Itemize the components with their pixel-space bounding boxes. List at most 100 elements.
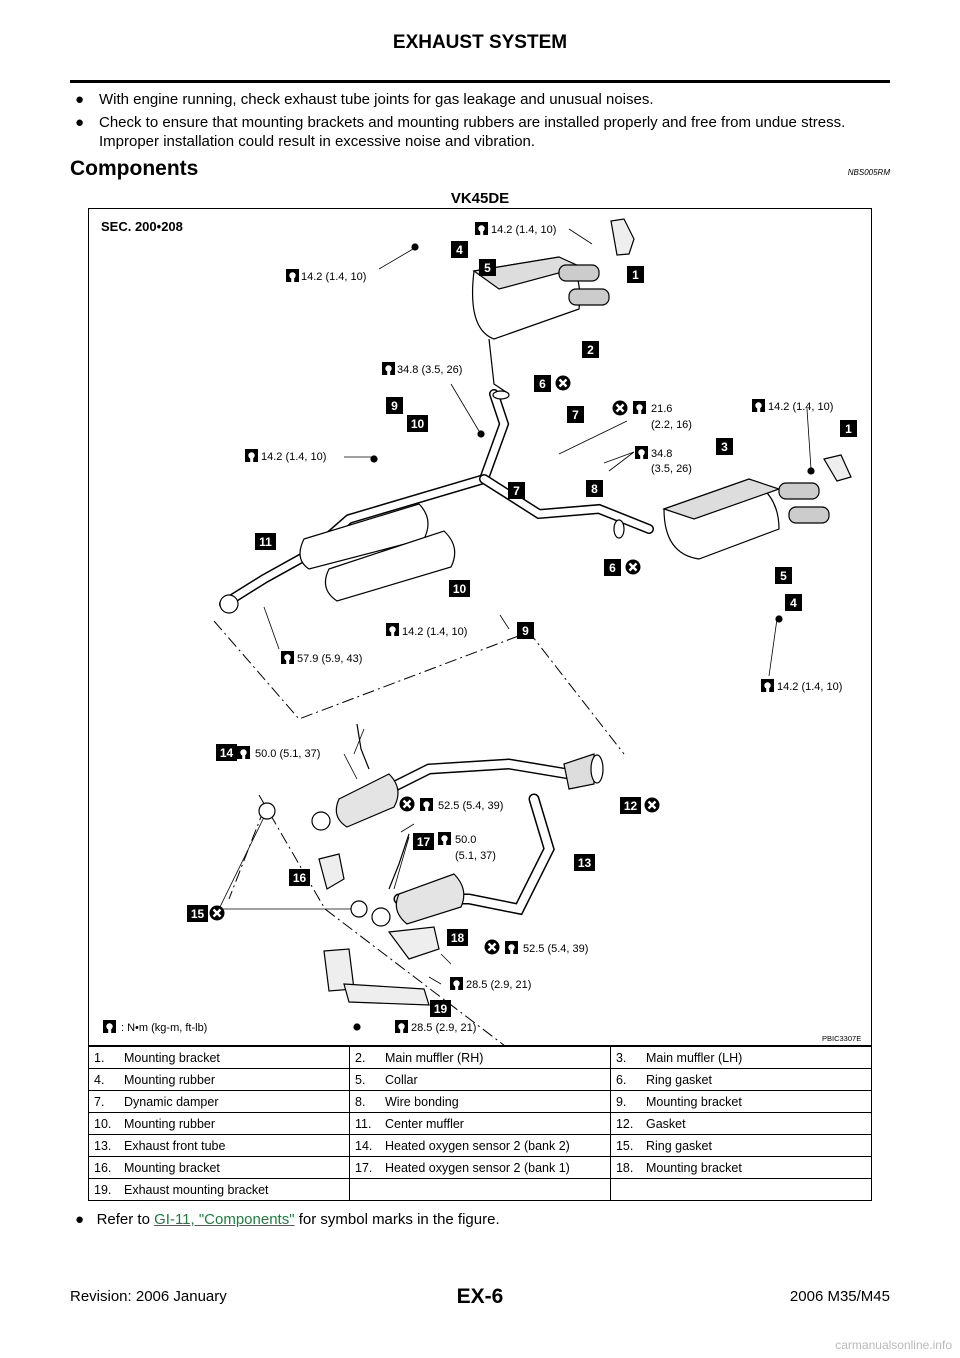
callout-label: 17 <box>417 835 431 849</box>
legend-part-name: Heated oxygen sensor 2 (bank 1) <box>385 1160 570 1175</box>
callout-7b: 7 <box>508 482 525 499</box>
callout-label: 6 <box>609 561 616 575</box>
page-header-title: EXHAUST SYSTEM <box>392 32 568 53</box>
model-text: 2006 M35/M45 <box>789 1288 890 1305</box>
legend-row: 19. Exhaust mounting bracket <box>88 1178 873 1201</box>
torque-label: 52.5 (5.4, 39) <box>523 943 588 955</box>
torque-label: 14.2 (1.4, 10) <box>261 451 326 463</box>
callout-16: 16 <box>289 869 310 886</box>
legend-row: 10.Mounting rubber 11. Center muffler 12. Ga… <box>88 1112 873 1135</box>
legend-part-name: Center muffler <box>385 1116 464 1131</box>
torque-label: (5.1, 37) <box>455 850 496 862</box>
callout-13: 13 <box>574 854 595 871</box>
callout-label: 6 <box>539 377 546 391</box>
legend-cell: 5. Collar <box>349 1068 611 1091</box>
torque-legend-note: : N•m (kg-m, ft-lb) <box>121 1022 207 1034</box>
torque-label: 21.6 <box>651 403 672 415</box>
callout-numbers: 1 2 4 5 6 7 9 10 1 3 7 8 11 6 5 10 4 9 1… <box>187 241 857 1017</box>
callout-label: 18 <box>451 931 465 945</box>
bullet-dot-icon: ● <box>75 1211 85 1228</box>
callout-5b: 5 <box>775 567 792 584</box>
callout-10b: 10 <box>449 580 470 597</box>
callout-14: 14 <box>216 744 237 761</box>
gi-11-components-link[interactable]: GI-11, "Components" <box>154 1211 295 1228</box>
callout-label: 5 <box>780 569 787 583</box>
torque-label: (2.2, 16) <box>651 419 692 431</box>
legend-part-name: Ring gasket <box>645 1072 712 1087</box>
figure-code: PBIC3307E <box>822 1034 861 1043</box>
torque-label: 14.2 (1.4, 10) <box>768 401 833 413</box>
callout-6b: 6 <box>604 559 621 576</box>
legend-number: 8. <box>355 1094 366 1109</box>
callout-label: 19 <box>434 1002 448 1016</box>
legend-part-name: Mounting bracket <box>124 1050 220 1065</box>
legend-number: 17. <box>355 1160 373 1175</box>
callout-8: 8 <box>586 480 603 497</box>
legend-cell: 17. Heated oxygen sensor 2 (bank 1) <box>349 1156 611 1179</box>
legend-cell: 18.Mounting bracket <box>609 1156 873 1179</box>
legend-cell: 2.Main muffler (RH) <box>349 1046 611 1069</box>
exhaust-parts <box>219 218 852 1031</box>
callout-6: 6 <box>534 375 551 392</box>
callout-label: 10 <box>453 582 467 596</box>
legend-number: 11. <box>355 1116 372 1131</box>
callout-11: 11 <box>255 533 276 550</box>
legend-part-name: Exhaust mounting bracket <box>124 1182 269 1197</box>
legend-number: 12. <box>615 1116 634 1131</box>
legend-cell: 14.Heated oxygen sensor 2 (bank 2) <box>349 1134 611 1157</box>
legend-number: 5. <box>355 1072 366 1087</box>
legend-part-name: Mounting rubber <box>124 1072 216 1087</box>
torque-label: 28.5 (2.9, 21) <box>466 979 531 991</box>
legend-part-name: Collar <box>385 1072 418 1087</box>
footnote-post: for symbol marks in the figure. <box>294 1211 500 1228</box>
callout-label: 11 <box>259 535 272 549</box>
callout-15: 15 <box>187 905 208 922</box>
legend-part-name: Mounting bracket <box>124 1160 220 1175</box>
page-number: EX-6 <box>456 1285 504 1308</box>
legend-part-name: Wire bonding <box>385 1094 459 1109</box>
callout-17: 17 <box>413 833 434 850</box>
sec-label: SEC. 200•208 <box>101 219 183 234</box>
legend-part-name: Gasket <box>645 1116 686 1131</box>
callout-label: 1 <box>632 268 639 282</box>
legend-number: 1. <box>94 1050 105 1065</box>
callout-label: 10 <box>411 417 425 431</box>
leader-lines <box>218 228 812 985</box>
legend-number: 19. <box>94 1182 112 1197</box>
callout-label: 7 <box>513 484 520 498</box>
callout-9b: 9 <box>517 622 534 639</box>
torque-labels: 14.2 (1.4, 10) 14.2 (1.4, 10) 34.8 (3.5,… <box>103 222 842 1034</box>
callout-5: 5 <box>479 259 496 276</box>
legend-cell: 10.Mounting rubber <box>88 1112 350 1135</box>
legend-number: 14. <box>355 1138 373 1153</box>
legend-number: 15. <box>615 1138 634 1153</box>
watermark: carmanualsonline.info <box>835 1338 952 1352</box>
legend-cell: 1. Mounting bracket <box>88 1046 350 1069</box>
torque-label: 57.9 (5.9, 43) <box>297 653 362 665</box>
legend-cell: 13.Exhaust front tube <box>88 1134 350 1157</box>
callout-4: 4 <box>451 241 468 258</box>
legend-part-name: Mounting bracket <box>645 1160 742 1175</box>
legend-number: 3. <box>615 1050 627 1065</box>
callout-7: 7 <box>567 406 584 423</box>
callout-label: 4 <box>790 596 797 610</box>
callout-10: 10 <box>407 415 428 432</box>
torque-label: 34.8 (3.5, 26) <box>397 364 462 376</box>
legend-cell: 4.Mounting rubber <box>88 1068 350 1091</box>
callout-2: 2 <box>582 341 599 358</box>
legend-cell <box>609 1178 873 1201</box>
section-code: NBS005RM <box>847 168 890 177</box>
torque-label: 50.0 (5.1, 37) <box>255 748 320 760</box>
callout-4b: 4 <box>785 594 802 611</box>
legend-cell: 19. Exhaust mounting bracket <box>88 1178 350 1201</box>
torque-label: 14.2 (1.4, 10) <box>491 224 556 236</box>
torque-label: (3.5, 26) <box>651 463 692 475</box>
legend-number: 13. <box>94 1138 112 1153</box>
callout-label: 3 <box>721 440 728 454</box>
bullet-text: With engine running, check exhaust tube … <box>99 91 654 108</box>
legend-part-name: Mounting rubber <box>124 1116 216 1131</box>
legend-cell: 8. Wire bonding <box>349 1090 611 1113</box>
torque-label: 28.5 (2.9, 21) <box>411 1022 476 1034</box>
